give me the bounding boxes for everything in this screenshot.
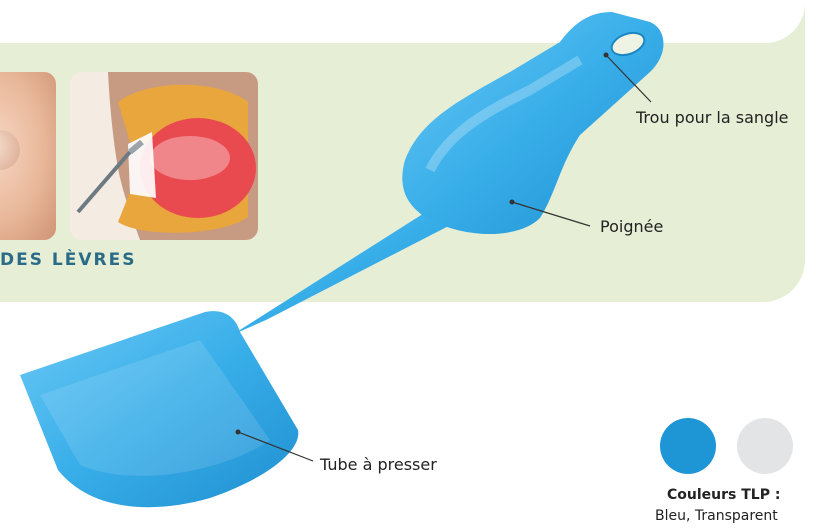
colors-title: Couleurs TLP : [667,487,780,503]
transparent-color-swatch [737,418,793,474]
device-body [20,12,664,507]
colors-values: Bleu, Transparent [655,508,778,524]
strap-hole-label: Trou pour la sangle [636,108,788,127]
squeeze-tube-label: Tube à presser [320,455,437,474]
handle-label: Poignée [600,217,663,236]
blue-color-swatch [660,418,716,474]
